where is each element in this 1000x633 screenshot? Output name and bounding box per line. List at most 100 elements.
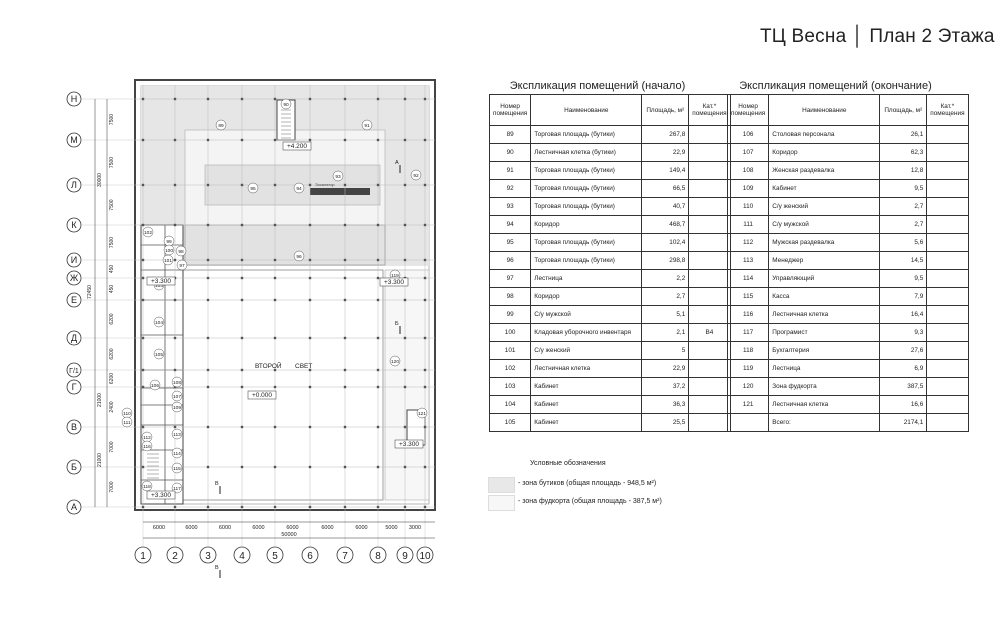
cell-number: 114 [726, 269, 770, 288]
structural-column [403, 298, 407, 302]
cell-area: 102,4 [641, 233, 690, 252]
legend-swatch-foodcourt [488, 495, 515, 511]
structural-column [343, 336, 347, 340]
structural-column [423, 97, 427, 101]
row-axis-label: Г/1 [69, 368, 79, 375]
room-number-marker [171, 462, 183, 474]
room-number: 98 [178, 249, 184, 255]
legend-label-foodcourt: - зона фудкорта (общая площадь - 387,5 м… [518, 498, 662, 505]
cell-name: С/у мужской [530, 305, 643, 324]
cell-area: 2,1 [641, 323, 690, 342]
room-number: 117 [173, 486, 181, 492]
structural-column [376, 505, 380, 509]
cell-name: С/у женский [530, 341, 643, 360]
cell-number: 99 [488, 305, 532, 324]
structural-column [343, 183, 347, 187]
cell-name: Кабинет [768, 179, 881, 198]
cell-area: 37,2 [641, 377, 690, 396]
structural-column [206, 183, 210, 187]
structural-column [173, 183, 177, 187]
room-number-marker [149, 379, 161, 391]
room-number-marker [171, 376, 183, 388]
cell-area: 26,1 [879, 125, 928, 144]
cell-name: Кабинет [530, 413, 643, 432]
cell-area: 6,9 [879, 359, 928, 378]
structural-column [206, 258, 210, 262]
cell-name: Менеджер [768, 251, 881, 270]
dimension-label: 450 [109, 285, 115, 294]
structural-column [240, 97, 244, 101]
structural-column [240, 336, 244, 340]
col-header-area: Площадь, м² [641, 94, 690, 126]
dimension-label: 6200 [109, 313, 115, 324]
structural-column [173, 505, 177, 509]
room-number: 91 [364, 123, 370, 129]
structural-column [423, 258, 427, 262]
level-mark: +4.200 [287, 143, 307, 150]
room-number: 112 [143, 435, 151, 441]
cell-name: Лестница [768, 359, 881, 378]
structural-column [403, 425, 407, 429]
cell-category [926, 161, 969, 180]
room-number: 115 [173, 466, 181, 472]
structural-column [343, 298, 347, 302]
structural-column [240, 298, 244, 302]
cell-name: Лестничная клетка [768, 305, 881, 324]
structural-column [240, 505, 244, 509]
structural-column [273, 258, 277, 262]
row-axis-label: Г [72, 382, 77, 392]
cell-number: 112 [726, 233, 770, 252]
section-label: А [395, 160, 399, 166]
structural-column [343, 138, 347, 142]
legend-label-boutiques: - зона бутиков (общая площадь - 948,5 м²… [518, 480, 657, 487]
room-number: 116 [143, 444, 151, 450]
cell-area: 2,7 [879, 215, 928, 234]
dimension-label: 6200 [109, 373, 115, 384]
cell-category [926, 251, 969, 270]
room-number: 97 [179, 263, 185, 269]
structural-column [343, 368, 347, 372]
room-number-marker [171, 428, 183, 440]
col-axis-label: 5 [272, 551, 278, 562]
cell-number: 96 [488, 251, 532, 270]
cell-name: Лестница [530, 269, 643, 288]
cell-number: 111 [726, 215, 770, 234]
cell-area: 2,7 [879, 197, 928, 216]
structural-column [403, 258, 407, 262]
structural-column [206, 336, 210, 340]
structural-column [273, 385, 277, 389]
structural-column [343, 258, 347, 262]
structural-column [308, 258, 312, 262]
room-number: 118 [143, 484, 151, 490]
dimension-label: 5000 [385, 525, 397, 531]
cell-number: 117 [726, 323, 770, 342]
cell-area: 25,5 [641, 413, 690, 432]
cell-area: 387,5 [879, 377, 928, 396]
cell-number: 118 [726, 341, 770, 360]
col-header-number: Номер помещения [726, 94, 770, 126]
col-header-name: Наименование [530, 94, 643, 126]
structural-column [206, 276, 210, 280]
structural-column [273, 425, 277, 429]
room-number: 101 [164, 258, 172, 264]
structural-column [273, 223, 277, 227]
row-axis-label: Б [71, 462, 77, 472]
cell-area: 2174,1 [879, 413, 928, 432]
cell-number [726, 413, 770, 432]
room-number: 104 [155, 320, 163, 326]
table-start: Номер помещения Наименование Площадь, м²… [488, 94, 731, 432]
cell-name: Коридор [768, 143, 881, 162]
cell-category [926, 215, 969, 234]
room-number: 93 [335, 174, 341, 180]
cell-name: Столовая персонала [768, 125, 881, 144]
level-mark-box [146, 276, 176, 286]
room-number-marker [389, 355, 401, 367]
structural-column [141, 223, 145, 227]
dimension-label: 6000 [355, 525, 367, 531]
